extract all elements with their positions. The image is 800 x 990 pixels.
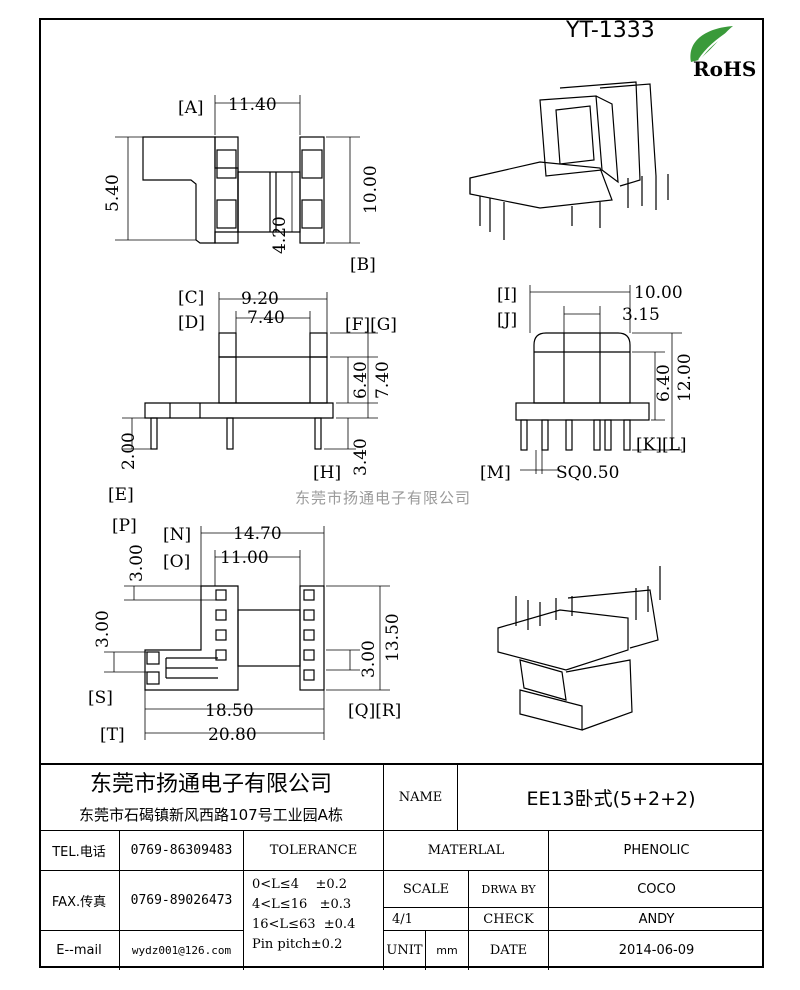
rohs-text: RoHS: [693, 57, 756, 81]
dim-value: 3.00: [359, 640, 379, 678]
material-label: MATERLAL: [384, 831, 549, 871]
dim-label-i: [I]: [497, 285, 517, 305]
dim-label-o: [O]: [163, 552, 190, 572]
dim-label-fg: [F][G]: [345, 315, 397, 335]
bottom-view: [104, 526, 390, 740]
isometric-view-top: [469, 81, 669, 240]
material-value: PHENOLIC: [549, 831, 764, 871]
dim-value: 20.80: [208, 725, 257, 745]
company-name: 东莞市扬通电子有限公司: [39, 765, 384, 798]
product-name: EE13卧式(5+2+2): [458, 765, 764, 831]
tolerance-line: 0<L≤4 ±0.2: [252, 877, 348, 892]
dim-value: 7.40: [247, 308, 285, 328]
date-value: 2014-06-09: [618, 943, 695, 958]
dim-value: 4.20: [270, 216, 290, 254]
tolerance-line: 16<L≤63 ±0.4: [252, 917, 356, 932]
watermark: 东莞市扬通电子有限公司: [295, 489, 472, 507]
dim-label-e: [E]: [108, 485, 134, 505]
fax-value: 0769-89026473: [120, 871, 244, 931]
tolerance-table: 0<L≤4 ±0.2 4<L≤16 ±0.3 16<L≤63 ±0.4 Pin …: [244, 871, 384, 970]
dim-value: 3.00: [127, 544, 147, 582]
dim-label-s: [S]: [88, 688, 113, 708]
dim-label-m: [M]: [480, 463, 511, 483]
dim-label-p: [P]: [112, 516, 137, 536]
dim-value: 10.00: [361, 165, 381, 214]
leaf-icon: [690, 26, 733, 62]
front-view: [122, 292, 378, 450]
dim-value: 3.40: [351, 438, 371, 476]
dim-value: 3.00: [93, 610, 113, 648]
date-label: DATE: [469, 931, 549, 970]
dim-value: 7.40: [373, 361, 393, 399]
rohs-logo: RoHS: [690, 26, 756, 81]
dim-value: 6.40: [351, 361, 371, 399]
dim-value: 13.50: [383, 613, 403, 662]
scale-value: 4/1: [384, 908, 469, 931]
name-label: NAME: [384, 765, 458, 831]
company-address: 东莞市石碣镇新风西路107号工业园A栋: [39, 798, 384, 831]
dim-label-d: [D]: [178, 313, 205, 333]
dim-value: 3.15: [622, 305, 660, 325]
tel-label: TEL.电话: [39, 831, 120, 871]
dim-label-qr: [Q][R]: [348, 701, 401, 721]
dim-label-c: [C]: [178, 288, 204, 308]
dim-label-kl: [K][L]: [636, 435, 687, 455]
tolerance-label: TOLERANCE: [244, 831, 384, 871]
tolerance-line: 4<L≤16 ±0.3: [252, 897, 352, 912]
fax-label: FAX.传真: [39, 871, 120, 931]
dim-value: 2.00: [119, 432, 139, 470]
side-view: [515, 285, 682, 474]
unit-label: UNIT: [384, 931, 426, 970]
dim-value: SQ0.50: [556, 463, 619, 483]
dim-label-h: [H]: [313, 463, 341, 483]
isometric-view-bottom: [497, 566, 661, 731]
scale-label: SCALE: [384, 871, 469, 908]
dim-value: 10.00: [634, 283, 683, 303]
dim-value: 6.40: [654, 364, 674, 402]
drwa-label: DRWA BY: [469, 871, 549, 908]
dim-value: 14.70: [233, 524, 282, 544]
dim-label-j: [J]: [497, 310, 517, 330]
dim-label-n: [N]: [163, 525, 191, 545]
unit-value: mm: [426, 931, 469, 970]
dim-value: 11.40: [228, 95, 277, 115]
dim-label-a: [A]: [178, 98, 204, 118]
part-number: YT-1333: [566, 18, 655, 43]
dim-label-t: [T]: [100, 725, 125, 745]
drawing-sheet: [39, 18, 764, 968]
top-view: [115, 95, 360, 244]
check-value: ANDY: [549, 908, 764, 931]
dim-label-b: [B]: [350, 255, 376, 275]
title-block: 东莞市扬通电子有限公司 东莞市石碣镇新风西路107号工业园A栋 NAME EE1…: [39, 763, 764, 970]
dim-value: 12.00: [675, 353, 695, 402]
tolerance-line: Pin pitch±0.2: [252, 937, 343, 952]
dim-value: 9.20: [241, 289, 279, 309]
dim-value: 5.40: [103, 174, 123, 212]
tel-value: 0769-86309483: [120, 831, 244, 871]
email-label: E--mail: [39, 931, 120, 970]
check-label: CHECK: [469, 908, 549, 931]
email-value: wydz001@126.com: [120, 931, 244, 970]
dim-value: 18.50: [205, 701, 254, 721]
drwa-value: COCO: [549, 871, 764, 908]
dim-value: 11.00: [220, 548, 269, 568]
